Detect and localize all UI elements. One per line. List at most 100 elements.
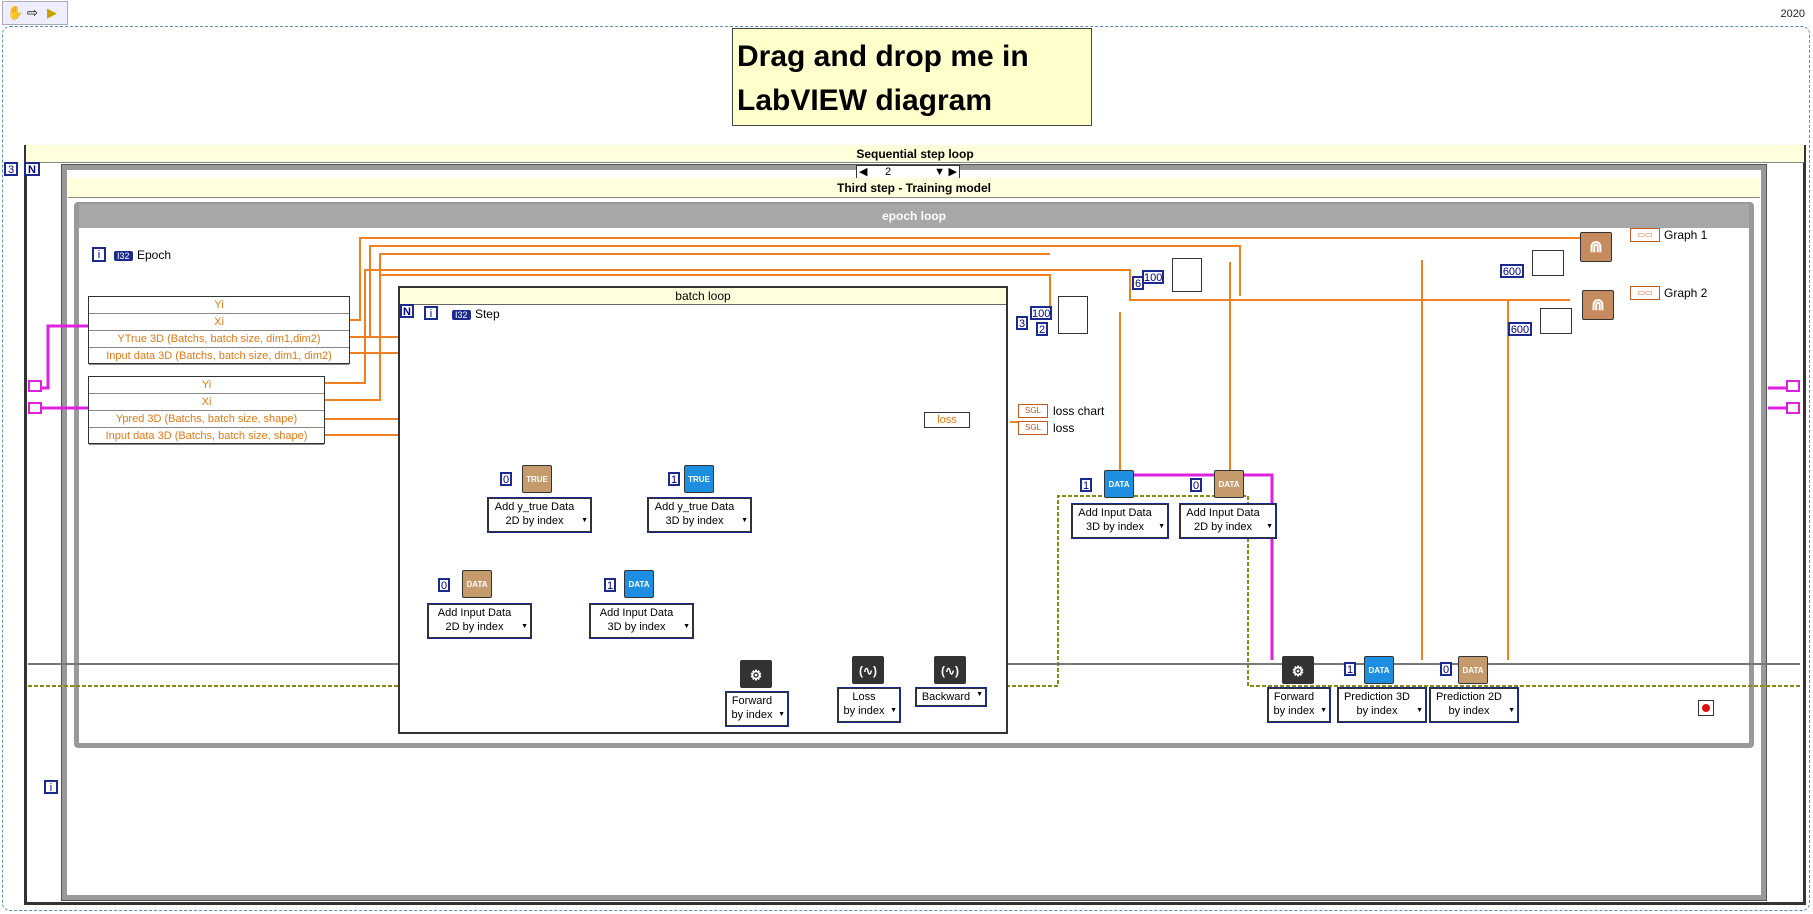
const-index[interactable]: 0: [500, 472, 512, 486]
epoch-label: Epoch: [136, 248, 171, 262]
const-100[interactable]: 100: [1030, 306, 1052, 320]
add-input-2d-icon[interactable]: DATA: [1214, 470, 1244, 498]
add-input-3d-icon[interactable]: DATA: [624, 570, 654, 598]
add-input-2d-icon[interactable]: DATA: [462, 570, 492, 598]
unbundle-row: Ypred 3D (Batchs, batch size, shape): [89, 411, 324, 428]
const-index[interactable]: 1: [668, 472, 680, 486]
epoch-iteration-terminal[interactable]: i: [92, 247, 106, 262]
add-ytrue-2d-icon[interactable]: TRUE: [522, 465, 552, 493]
wire-error-3: [1000, 495, 1800, 687]
const-index[interactable]: 0: [438, 578, 450, 592]
graph-1-label: Graph 1: [1664, 228, 1708, 242]
graph-2-icon: ▭▭: [1630, 286, 1660, 300]
forward-gear-icon[interactable]: ⚙: [740, 660, 772, 688]
unbundle-ypred[interactable]: Yi Xi Ypred 3D (Batchs, batch size, shap…: [88, 376, 325, 445]
wire-model-6: [1120, 473, 1274, 660]
const-600[interactable]: 600: [1500, 264, 1524, 278]
sgl-icon: SGL: [1018, 404, 1048, 418]
unbundle-row: YTrue 3D (Batchs, batch size, dim1,dim2): [89, 331, 349, 348]
arrow-icon[interactable]: ⇨: [27, 5, 38, 20]
add-input-3d-icon[interactable]: DATA: [1104, 470, 1134, 498]
shift-register-right[interactable]: [1786, 380, 1800, 392]
wire-xi-3: [325, 274, 1051, 401]
step-indicator: I32 Step: [452, 305, 500, 323]
step-label: Step: [474, 307, 500, 321]
case-title: Third step - Training model: [68, 178, 1760, 198]
unbundle-row: Xi: [89, 394, 324, 411]
case-next-icon[interactable]: ▶: [948, 166, 957, 178]
diagram-toolbar: ✋ ⇨ ▶: [2, 1, 68, 25]
epoch-loop-title: epoch loop: [79, 204, 1749, 228]
sequence-iteration-terminal[interactable]: i: [44, 780, 58, 794]
graph-1-icon: ▭▭: [1630, 228, 1660, 242]
prediction-2d-icon[interactable]: DATA: [1458, 656, 1488, 684]
comment-box: Drag and drop me in LabVIEW diagram: [732, 28, 1092, 126]
epoch-indicator: I32 Epoch: [114, 246, 171, 264]
loss-chart-label: loss chart: [1053, 404, 1105, 418]
step-i32-icon: I32: [452, 310, 471, 320]
loop-count-terminal[interactable]: N: [24, 162, 40, 176]
comment-line-2: LabVIEW diagram: [737, 84, 993, 117]
batch-count-terminal[interactable]: N: [400, 304, 414, 318]
const-index[interactable]: 0: [1190, 478, 1202, 492]
vi-icon[interactable]: ▶: [47, 5, 57, 20]
const-index[interactable]: 1: [1080, 478, 1092, 492]
loss-icon[interactable]: (∿): [852, 656, 884, 684]
unbundle-row: Input data 3D (Batchs, batch size, dim1,…: [89, 348, 349, 365]
case-selector-value: 2: [885, 166, 892, 178]
snippet-frame: [2, 26, 1810, 911]
backward-icon[interactable]: (∿): [934, 656, 966, 684]
const-3[interactable]: 3: [1016, 316, 1028, 330]
shift-register-right[interactable]: [1786, 402, 1800, 414]
add-ytrue-3d-icon[interactable]: TRUE: [684, 465, 714, 493]
const-index[interactable]: 1: [604, 578, 616, 592]
batch-loop-title: batch loop: [400, 288, 1006, 305]
shift-register-left[interactable]: [28, 380, 42, 392]
reshape-array-icon[interactable]: [1058, 296, 1088, 334]
graph-1-builder-icon[interactable]: ⋒: [1580, 232, 1612, 262]
backward-selector[interactable]: Backward: [915, 687, 987, 707]
reshape-array-icon[interactable]: [1532, 250, 1564, 276]
loss-label: loss: [1053, 421, 1075, 435]
loss-unbundle[interactable]: loss: [924, 412, 970, 428]
sequential-loop-title: Sequential step loop: [26, 145, 1804, 163]
loop-count-constant[interactable]: 3: [4, 162, 18, 176]
shift-register-left[interactable]: [28, 402, 42, 414]
case-prev-icon[interactable]: ◀: [859, 166, 868, 178]
comment-line-1: Drag and drop me in: [737, 40, 1029, 73]
case-selector[interactable]: ◀ 2 ▼ ▶: [856, 165, 960, 179]
const-index[interactable]: 1: [1344, 662, 1356, 676]
unbundle-row: Yi: [89, 377, 324, 394]
prediction-3d-icon[interactable]: DATA: [1364, 656, 1394, 684]
forward-gear-icon[interactable]: ⚙: [1282, 656, 1314, 684]
unbundle-ytrue[interactable]: Yi Xi YTrue 3D (Batchs, batch size, dim1…: [88, 296, 350, 365]
wire-yi-2: [325, 269, 1570, 384]
graph-2-builder-icon[interactable]: ⋒: [1582, 290, 1614, 320]
batch-iteration-terminal[interactable]: i: [424, 306, 438, 320]
loop-stop-terminal[interactable]: [1698, 700, 1714, 716]
case-dropdown-icon[interactable]: ▼: [934, 166, 945, 178]
unbundle-row: Xi: [89, 314, 349, 331]
graph-2-label: Graph 2: [1664, 286, 1708, 300]
epoch-i32-icon: I32: [114, 251, 133, 261]
unbundle-row: Yi: [89, 297, 349, 314]
const-100-b[interactable]: 100: [1142, 270, 1164, 284]
hand-icon[interactable]: ✋: [7, 5, 24, 20]
reshape-array-icon[interactable]: [1540, 308, 1572, 334]
const-600-b[interactable]: 600: [1508, 322, 1532, 336]
const-2[interactable]: 2: [1036, 322, 1048, 336]
const-index[interactable]: 0: [1440, 662, 1452, 676]
wire-yi-1: [350, 237, 1580, 321]
reshape-array-icon[interactable]: [1172, 258, 1202, 292]
